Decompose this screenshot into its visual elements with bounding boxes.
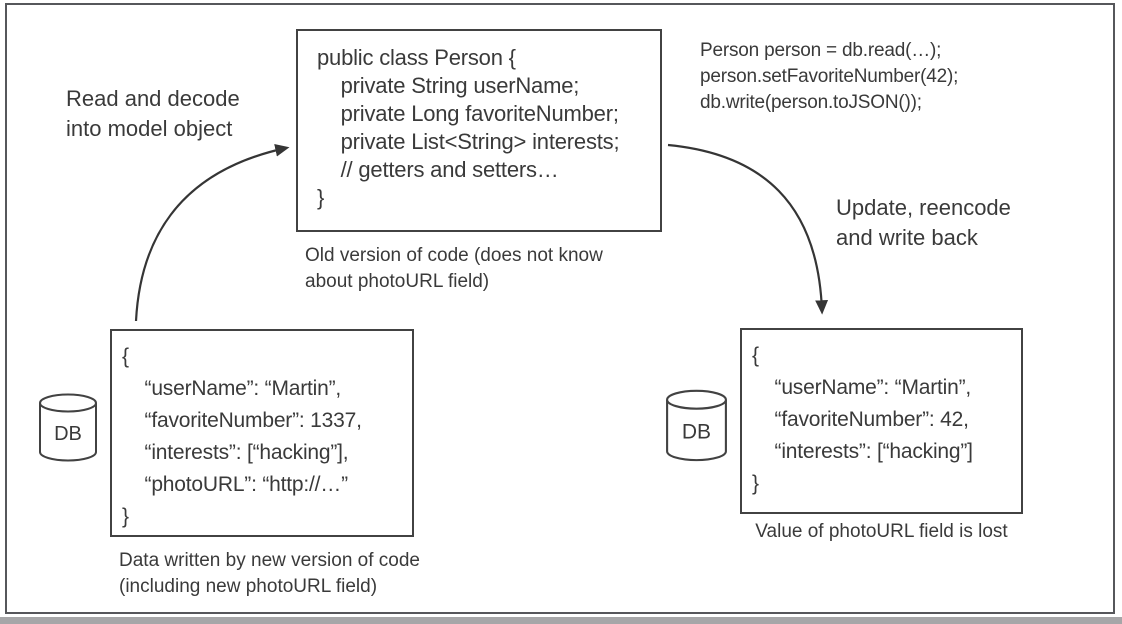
database-cylinder-icon: DB [39, 393, 97, 462]
json-line: { [122, 345, 129, 368]
json-line: } [122, 505, 129, 528]
code-line: public class Person { [317, 45, 516, 70]
update-code-snippet: Person person = db.read(…); person.setFa… [700, 38, 958, 116]
json-line: “favoriteNumber”: 42, [752, 408, 969, 431]
code-line: Person person = db.read(…); [700, 40, 942, 61]
code-line: private String userName; [317, 73, 580, 98]
json-line: “photoURL”: “http://…” [122, 473, 349, 496]
page-edge-strip [0, 617, 1122, 624]
code-line: person.setFavoriteNumber(42); [700, 66, 959, 87]
person-class-code-box: public class Person { private String use… [296, 29, 662, 232]
code-line: // getters and setters… [317, 157, 559, 182]
database-cylinder-icon: DB [666, 389, 727, 462]
json-new-data-caption: Data written by new version of code (inc… [119, 550, 420, 597]
json-line: { [752, 344, 759, 367]
json-lost-field-caption: Value of photoURL field is lost [755, 521, 1008, 542]
json-line: “interests”: [“hacking”] [752, 440, 973, 463]
code-line: db.write(person.toJSON()); [700, 92, 922, 113]
db-label: DB [682, 421, 711, 444]
code-line: private Long favoriteNumber; [317, 101, 619, 126]
json-document-lost-field-box: { “userName”: “Martin”, “favoriteNumber”… [740, 328, 1023, 514]
read-decode-label: Read and decode into model object [66, 86, 240, 141]
person-class-caption: Old version of code (does not know about… [305, 245, 603, 292]
db-label: DB [54, 423, 82, 445]
json-line: } [752, 472, 759, 495]
code-line: } [317, 185, 325, 210]
json-line: “userName”: “Martin”, [122, 377, 342, 400]
code-line: private List<String> interests; [317, 129, 620, 154]
figure-border-frame [5, 3, 1115, 614]
update-reencode-label: Update, reencode and write back [836, 195, 1011, 250]
json-line: “userName”: “Martin”, [752, 376, 972, 399]
json-line: “interests”: [“hacking”], [122, 441, 349, 464]
json-line: “favoriteNumber”: 1337, [122, 409, 362, 432]
json-document-new-data-box: { “userName”: “Martin”, “favoriteNumber”… [110, 329, 414, 537]
